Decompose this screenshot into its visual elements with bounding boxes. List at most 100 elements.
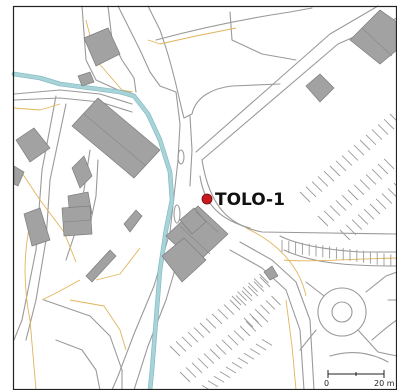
building [71, 155, 93, 189]
parking-stall-line [323, 210, 335, 222]
parking-stall-line [213, 375, 225, 383]
parking-stall-line [255, 343, 267, 351]
parking-stall-line [369, 203, 381, 215]
parking-stall-line [247, 285, 259, 297]
parking-stall-line [233, 330, 245, 341]
parking-stall-line [359, 139, 371, 151]
parking-area [169, 276, 273, 390]
parking-stall-line [245, 321, 257, 332]
parking-stall-line [235, 295, 247, 306]
stream [11, 71, 175, 390]
parking-stall-line [225, 366, 237, 374]
parking-stall-line [371, 168, 383, 180]
parking-stall-line [243, 352, 255, 360]
parking-stall-line [329, 205, 341, 216]
parking-stall-line [227, 334, 239, 346]
building [349, 9, 397, 65]
parking-stall-line [305, 186, 317, 198]
parking-stall-line [383, 118, 395, 130]
parking-stall-line [179, 371, 191, 383]
scale-bar: 0 20 m [320, 364, 397, 390]
parking-stall-line [243, 317, 254, 328]
parking-stall-line [237, 357, 249, 365]
parking-stall-line [317, 176, 329, 187]
parking-stall-line [169, 345, 181, 357]
parking-stall-line [199, 322, 211, 334]
parking-stall-line [223, 304, 235, 315]
parking-stall-line [341, 194, 353, 206]
parking-stall-line [231, 362, 243, 369]
parking-stall-line [254, 308, 265, 319]
marker-label: TOLO-1 [215, 190, 285, 210]
buildings [13, 9, 397, 283]
parking-stall-line [253, 278, 264, 288]
parking-stall-line [375, 198, 387, 210]
parking-stall-line [371, 129, 383, 140]
parking-stall-line [237, 291, 247, 301]
parking-stall-line [239, 325, 251, 337]
scale-end-label: 20 m [374, 379, 395, 388]
building [23, 207, 51, 247]
parking-stall-line [248, 282, 258, 293]
parking-stall-line [181, 336, 193, 348]
parking-stall-line [203, 353, 215, 364]
parking-area [281, 240, 392, 267]
building [161, 237, 207, 283]
parking-stall-line [215, 344, 227, 355]
parking-stall-line [249, 313, 259, 323]
parking-stall-line [259, 273, 269, 284]
parking-stall-line [365, 134, 377, 146]
parking-stall-line [187, 331, 199, 343]
parking-stall-line [351, 219, 363, 230]
parking-stall-line [317, 215, 329, 227]
parking-stall-line [197, 357, 209, 369]
building [71, 97, 161, 179]
parking-stall-line [377, 124, 389, 135]
parking-stall-line [365, 174, 377, 185]
parking-stall-line [231, 295, 242, 306]
parking-stall-line [217, 308, 229, 320]
parking-stall-line [329, 165, 341, 177]
parking-stall-line [191, 362, 203, 374]
location-marker[interactable]: TOLO-1 [201, 190, 285, 210]
parking-stall-line [389, 113, 397, 122]
parking-stall-line [271, 295, 281, 306]
building [15, 127, 51, 163]
parking-stall-line [201, 385, 211, 390]
parking-stall-line [209, 348, 221, 360]
parking-stall-line [357, 214, 369, 225]
building [179, 207, 207, 235]
parking-stall-line [249, 348, 261, 355]
building [85, 249, 117, 283]
parking-stall-line [345, 224, 357, 236]
building [305, 73, 335, 103]
parking-stall-line [185, 367, 197, 378]
parking-stall-line [205, 318, 217, 329]
parking-stall-line [311, 181, 323, 192]
parking-stall-line [393, 182, 397, 187]
parking-stall-line [383, 158, 395, 170]
parking-stall-line [359, 179, 371, 190]
parking-stall-line [299, 191, 311, 203]
parking-stall-line [229, 299, 241, 311]
parking-stall-line [261, 339, 273, 346]
parking-stall-line [207, 380, 219, 388]
parking-stall-line [323, 170, 335, 182]
parking-stall-line [353, 184, 365, 196]
scale-start-label: 0 [324, 379, 329, 388]
building [263, 265, 279, 281]
parking-stall-line [193, 327, 205, 338]
parking-stall-line [211, 313, 223, 325]
parking-stall-line [335, 160, 347, 172]
parking-stall-line [353, 144, 365, 156]
building [123, 209, 143, 233]
parking-stall-line [260, 304, 270, 315]
parking-stall-line [242, 286, 253, 297]
parking-area [231, 273, 281, 328]
marker-dot[interactable] [201, 193, 213, 205]
parking-stall-line [253, 281, 265, 292]
parking-stall-line [221, 339, 233, 351]
parking-stall-line [377, 163, 389, 175]
